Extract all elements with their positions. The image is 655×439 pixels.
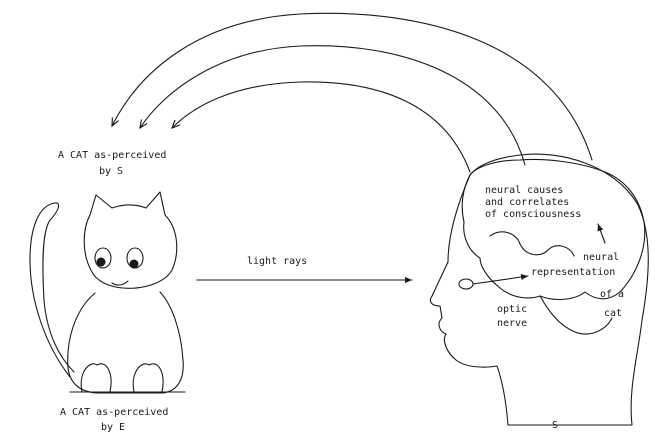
brain-folds [490, 232, 574, 256]
cat-body [68, 292, 184, 393]
cat-perceived-by-e-line2: by E [101, 422, 125, 433]
projection-arc-inner [172, 82, 470, 172]
cat-left-pupil [97, 258, 106, 267]
light-rays-label: light rays [247, 256, 307, 267]
brain-stem [540, 296, 612, 334]
cat-right-paw [133, 364, 163, 392]
neural-representation-line3: of a [600, 289, 624, 300]
neural-representation-line2: representation [531, 267, 615, 278]
cat-perceived-by-s-label: A CAT as-perceived by S [0, 0, 196, 177]
optic-nerve-line [473, 276, 528, 284]
projection-arcs [112, 13, 592, 172]
cat-mouth [112, 281, 128, 285]
neural-causes-line2: and correlates [485, 197, 569, 208]
neural-representation-line4: cat [604, 308, 622, 319]
neural-causes-line1: neural causes [485, 185, 563, 196]
neural-causes-line3: of consciousness [485, 209, 581, 220]
cat-left-paw [81, 364, 111, 392]
cat-perceived-by-s-line1: A CAT as-perceived [58, 150, 166, 161]
representation-to-causes-arrow [598, 224, 605, 243]
projection-arc-outer [112, 13, 592, 160]
cat-perceived-by-e-label: A CAT as-perceived by E [0, 0, 198, 433]
cat-perceived-by-s-line2: by S [99, 166, 123, 177]
head-eye-icon [459, 279, 473, 289]
cat-perceived-by-e-line1: A CAT as-perceived [60, 407, 168, 418]
cat-right-pupil [130, 260, 139, 269]
neural-representation-line1: neural [583, 252, 619, 263]
cat-head [84, 192, 177, 288]
cat-tail [30, 203, 74, 377]
optic-nerve-line1: optic [497, 304, 527, 315]
cat-drawing [30, 192, 185, 393]
light-rays-arrow: light rays [197, 256, 412, 280]
projection-arc-middle [140, 46, 525, 165]
subject-label: S [552, 420, 558, 431]
neural-causes-label: neural causes and correlates of consciou… [0, 0, 599, 220]
optic-nerve-line2: nerve [497, 318, 527, 329]
